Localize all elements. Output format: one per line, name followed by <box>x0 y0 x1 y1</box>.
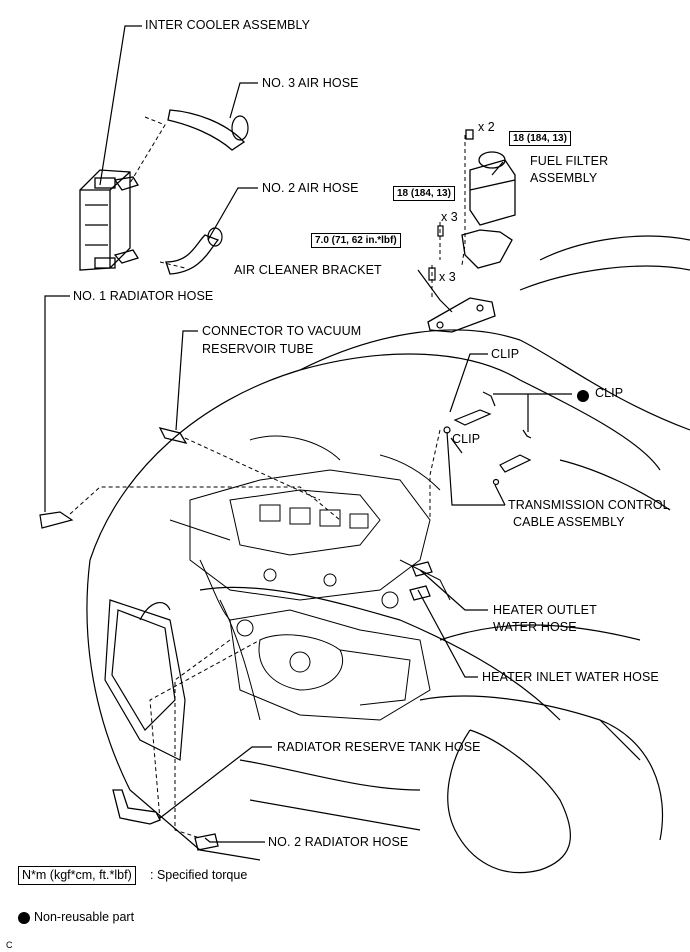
label-no3-air-hose: NO. 3 AIR HOSE <box>262 76 359 90</box>
legend-unit-box: N*m (kgf*cm, ft.*lbf) <box>18 866 136 885</box>
fuel-filter-drawing <box>461 129 516 269</box>
legend-specified-torque: : Specified torque <box>150 868 248 882</box>
label-connector-vacuum-line2: RESERVOIR TUBE <box>202 342 314 356</box>
no3-air-hose-drawing <box>167 109 246 151</box>
engine-drawing <box>169 435 451 721</box>
vehicle-body-drawing <box>86 235 690 874</box>
no2-air-hose-drawing <box>165 234 220 275</box>
label-fuel-filter-line2: ASSEMBLY <box>530 171 598 185</box>
label-no2-radiator-hose: NO. 2 RADIATOR HOSE <box>268 835 409 849</box>
quantity-x3-b: x 3 <box>439 270 456 284</box>
label-transmission-line2: CABLE ASSEMBLY <box>513 515 625 529</box>
label-inter-cooler-assembly: INTER COOLER ASSEMBLY <box>145 18 311 32</box>
torque-box-3: 7.0 (71, 62 in.*lbf) <box>311 233 401 248</box>
label-transmission-line1: TRANSMISSION CONTROL <box>508 498 670 512</box>
label-heater-outlet-line1: HEATER OUTLET <box>493 603 597 617</box>
label-radiator-reserve-tank-hose: RADIATOR RESERVE TANK HOSE <box>277 740 481 754</box>
legend-non-reusable-part: Non-reusable part <box>34 910 135 924</box>
air-cleaner-bracket-drawing <box>427 297 496 333</box>
label-heater-inlet: HEATER INLET WATER HOSE <box>482 670 659 684</box>
label-no1-radiator-hose: NO. 1 RADIATOR HOSE <box>73 289 214 303</box>
label-clip-top: CLIP <box>491 347 520 361</box>
label-no2-air-hose: NO. 2 AIR HOSE <box>262 181 359 195</box>
corner-mark: C <box>6 940 13 950</box>
label-heater-outlet-line2: WATER HOSE <box>493 620 577 634</box>
quantity-x3-a: x 3 <box>441 210 458 224</box>
non-reusable-dot <box>577 390 589 402</box>
label-clip-right: CLIP <box>595 386 624 400</box>
label-connector-vacuum-line1: CONNECTOR TO VACUUM <box>202 324 362 338</box>
label-fuel-filter-line1: FUEL FILTER <box>530 154 609 168</box>
label-clip-mid: CLIP <box>452 432 481 446</box>
label-air-cleaner-bracket: AIR CLEANER BRACKET <box>234 263 382 277</box>
leader-inter-cooler <box>99 25 142 186</box>
torque-box-1: 18 (184, 13) <box>509 131 571 146</box>
inter-cooler-drawing <box>79 169 139 271</box>
quantity-x2: x 2 <box>478 120 495 134</box>
torque-box-2: 18 (184, 13) <box>393 186 455 201</box>
legend-non-reusable-dot <box>18 912 30 924</box>
